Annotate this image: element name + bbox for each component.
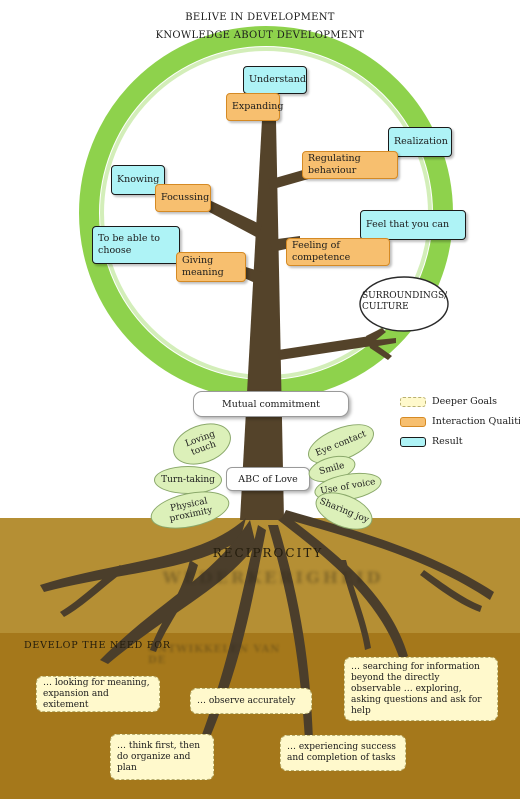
goal-searching: … searching for information beyond the d… xyxy=(344,657,498,721)
quality-regulating-behaviour: Regulating behaviour xyxy=(302,151,398,179)
legend-result: Result xyxy=(400,436,463,447)
surroundings-oval xyxy=(359,276,449,332)
quality-expanding: Expanding xyxy=(226,93,283,121)
title-belief: BELIVE IN DEVELOPMENT xyxy=(185,12,335,23)
legend-quality-swatch xyxy=(400,416,426,427)
develop-shadow: ONTWIKKELEN VAN DE xyxy=(148,644,281,666)
legend-quality-label: Interaction Qualities xyxy=(432,416,520,427)
legend-deeper-swatch xyxy=(400,396,426,407)
result-understand: Understand xyxy=(243,66,307,94)
abc-of-love-label: ABC of Love xyxy=(226,467,310,491)
leaf-turn-taking: Turn-taking xyxy=(154,466,222,494)
quality-giving-meaning: Giving meaning xyxy=(176,252,246,282)
goal-meaning: … looking for meaning, expansion and exi… xyxy=(36,676,160,712)
reciprocity-shadow: WEDERKERIGHEID xyxy=(162,568,384,587)
surroundings-label: SURROUNDINGS/ CULTURE xyxy=(362,291,448,312)
legend-result-swatch xyxy=(400,436,426,447)
legend-deeper-label: Deeper Goals xyxy=(432,396,498,407)
reciprocity-label: RECIPROCITY xyxy=(212,546,324,560)
goal-observe: … observe accurately xyxy=(190,688,312,714)
legend-interaction-qualities: Interaction Qualities xyxy=(400,416,520,427)
goal-think-first: … think first, then do organize and plan xyxy=(110,734,214,780)
result-realization: Realization xyxy=(388,127,452,157)
title-knowledge: KNOWLEDGE ABOUT DEVELOPMENT xyxy=(155,30,365,41)
develop-need-label: DEVELOP THE NEED FOR xyxy=(24,640,171,651)
result-able-to-choose: To be able to choose xyxy=(92,226,180,264)
legend-result-label: Result xyxy=(432,436,463,447)
goal-success: … experiencing success and completion of… xyxy=(280,735,406,771)
mutual-commitment-label: Mutual commitment xyxy=(193,391,349,417)
quality-feeling-of-competence: Feeling of competence xyxy=(286,238,390,266)
quality-focussing: Focussing xyxy=(155,184,211,212)
result-feel-that-you-can: Feel that you can xyxy=(360,210,466,240)
legend-deeper-goals: Deeper Goals xyxy=(400,396,497,407)
trunk xyxy=(240,120,284,520)
